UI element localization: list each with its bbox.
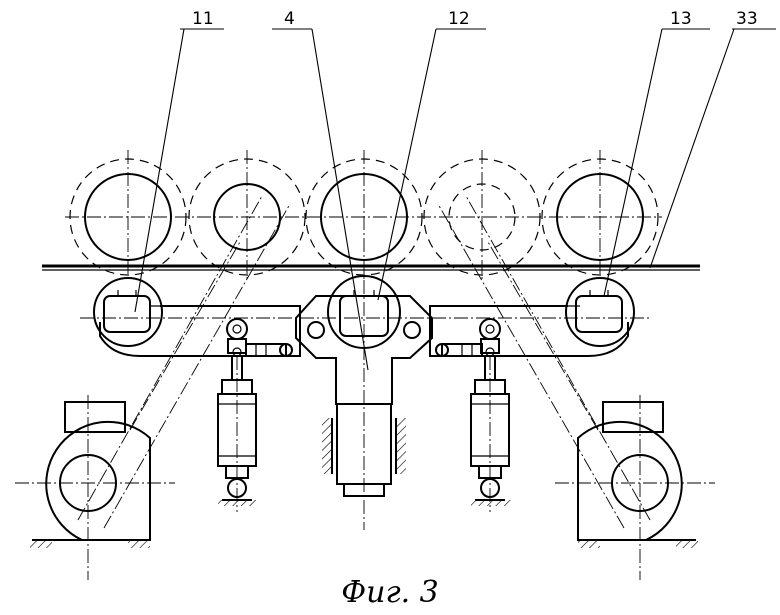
linkages [226, 318, 501, 357]
label-13: 13 [603, 9, 710, 297]
figure-caption: Фиг. 3 [341, 575, 439, 610]
strip [42, 264, 700, 271]
svg-text:12: 12 [448, 9, 470, 29]
svg-text:4: 4 [284, 9, 295, 29]
label-33: 33 [649, 9, 776, 269]
roll-centerlines [65, 150, 662, 280]
svg-text:33: 33 [736, 9, 758, 29]
cylinder-right [470, 356, 511, 512]
label-4: 4 [272, 9, 369, 371]
upper-rolls [65, 150, 662, 280]
motor-left [15, 395, 175, 580]
label-12: 12 [377, 9, 486, 301]
label-11: 11 [134, 9, 224, 313]
rocker-frame [80, 295, 650, 405]
svg-text:13: 13 [670, 9, 692, 29]
cylinder-left [217, 356, 258, 512]
drive-shafts [77, 195, 651, 529]
central-post [322, 280, 406, 530]
labels: 11 4 12 13 33 [134, 9, 776, 371]
motor-right [555, 395, 715, 580]
lower-roll-left [93, 277, 163, 347]
svg-text:11: 11 [192, 9, 214, 29]
lower-roll-right [565, 277, 635, 347]
